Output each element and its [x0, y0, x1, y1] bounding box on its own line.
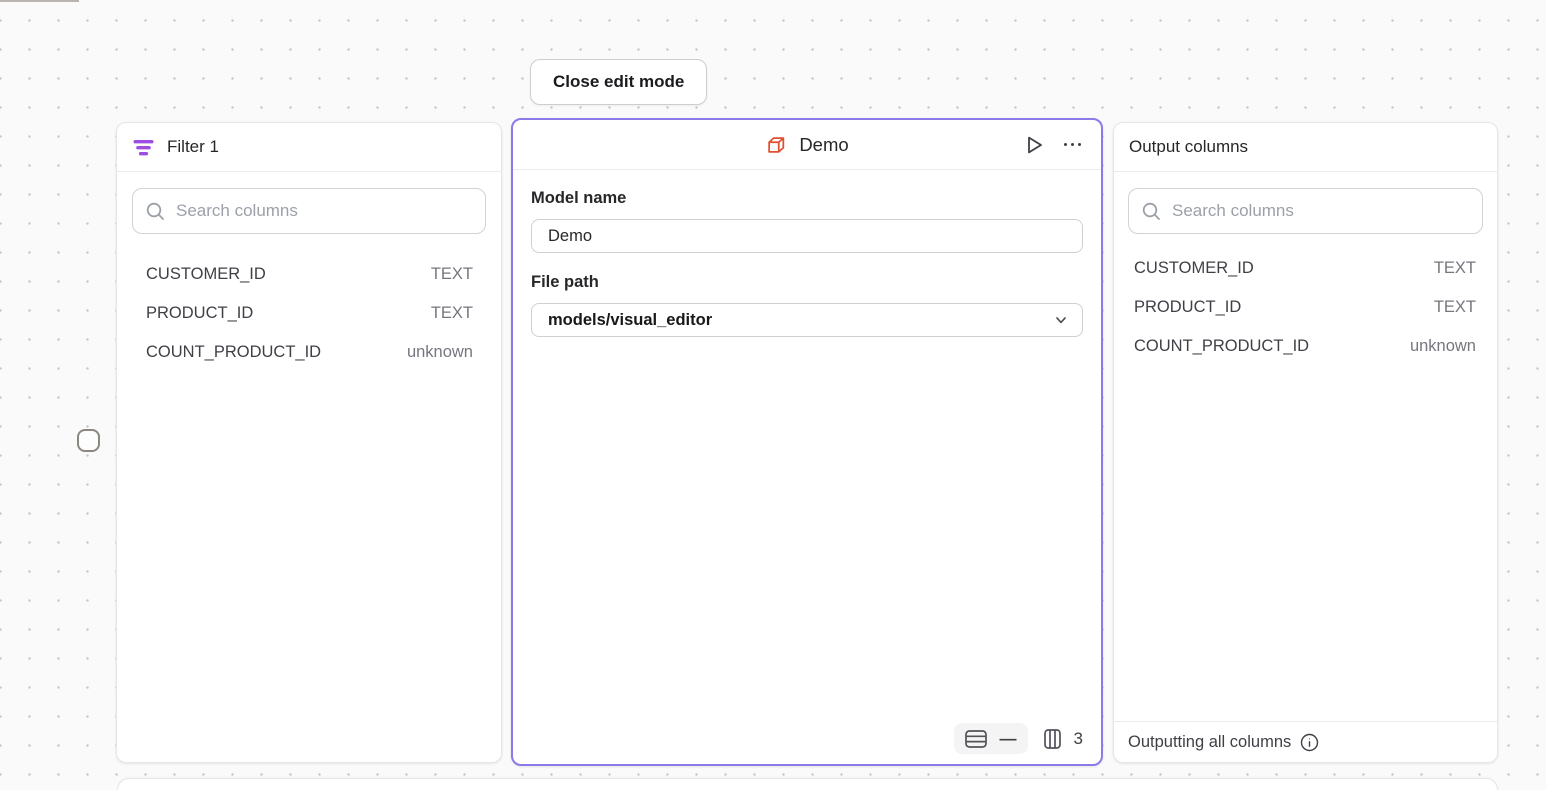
column-name: PRODUCT_ID — [146, 304, 254, 322]
row-count-stat[interactable]: — — [953, 723, 1028, 754]
info-circle-icon[interactable] — [1300, 733, 1319, 752]
file-path-label: File path — [531, 273, 599, 291]
connector-input-port[interactable] — [77, 429, 100, 452]
model-name-input[interactable] — [531, 219, 1083, 253]
output-columns-list: CUSTOMER_ID TEXT PRODUCT_ID TEXT COUNT_P… — [1114, 249, 1497, 366]
play-icon — [1027, 136, 1042, 153]
column-count-value: 3 — [1073, 728, 1083, 748]
close-edit-mode-button[interactable]: Close edit mode — [530, 59, 708, 105]
model-panel: Demo Model name File path models/visual_… — [511, 118, 1103, 766]
filter-panel-title: Filter 1 — [167, 137, 219, 156]
column-row[interactable]: COUNT_PRODUCT_ID unknown — [146, 333, 473, 372]
model-panel-header: Demo — [513, 120, 1101, 170]
run-model-button[interactable] — [1022, 133, 1046, 157]
column-type: unknown — [1409, 337, 1476, 355]
file-path-value: models/visual_editor — [548, 310, 713, 329]
output-columns-panel: Output columns CUSTOMER_ID TEXT PRODUCT_… — [1113, 122, 1498, 763]
bottom-panel — [117, 778, 1498, 790]
output-footer-text: Outputting all columns — [1128, 732, 1292, 751]
model-panel-title: Demo — [799, 133, 849, 155]
column-name: CUSTOMER_ID — [1134, 259, 1254, 277]
model-panel-body: Model name File path models/visual_edito… — [513, 170, 1101, 356]
column-type: TEXT — [430, 265, 473, 283]
column-type: unknown — [406, 343, 473, 361]
column-row[interactable]: PRODUCT_ID TEXT — [146, 294, 473, 333]
column-name: COUNT_PRODUCT_ID — [146, 343, 322, 361]
column-name: PRODUCT_ID — [1134, 298, 1242, 316]
column-type: TEXT — [430, 304, 473, 322]
column-type: TEXT — [1433, 259, 1476, 277]
filter-panel-header: Filter 1 — [117, 123, 501, 172]
column-row[interactable]: PRODUCT_ID TEXT — [1134, 288, 1476, 327]
model-name-label: Model name — [531, 189, 627, 207]
output-panel-header: Output columns — [1114, 123, 1497, 172]
column-row[interactable]: CUSTOMER_ID TEXT — [146, 255, 473, 294]
filter-panel: Filter 1 CUSTOMER_ID TEXT PRODUCT_ID TEX… — [116, 122, 502, 763]
model-stats-bar: — 3 — [953, 723, 1083, 754]
file-path-select[interactable]: models/visual_editor — [531, 303, 1083, 337]
search-icon — [145, 201, 166, 222]
filter-search-input[interactable] — [176, 201, 473, 221]
output-search-box — [1128, 188, 1483, 234]
filter-lines-icon — [133, 139, 154, 156]
search-icon — [1141, 201, 1162, 222]
output-search-input[interactable] — [1172, 201, 1470, 221]
filter-search-box — [132, 188, 486, 234]
output-panel-footer: Outputting all columns — [1114, 721, 1497, 762]
table-rows-icon — [964, 729, 987, 748]
ellipsis-icon — [1063, 142, 1081, 147]
table-columns-icon — [1043, 728, 1061, 749]
cube-icon — [765, 134, 787, 156]
output-panel-title: Output columns — [1129, 137, 1249, 156]
column-row[interactable]: CUSTOMER_ID TEXT — [1134, 249, 1476, 288]
column-name: COUNT_PRODUCT_ID — [1134, 337, 1310, 355]
column-row[interactable]: COUNT_PRODUCT_ID unknown — [1134, 327, 1476, 366]
filter-columns-list: CUSTOMER_ID TEXT PRODUCT_ID TEXT COUNT_P… — [117, 255, 501, 372]
chevron-down-icon — [1054, 313, 1068, 327]
more-options-button[interactable] — [1063, 142, 1081, 147]
column-type: TEXT — [1433, 298, 1476, 316]
column-name: CUSTOMER_ID — [146, 265, 266, 283]
column-count-stat[interactable]: 3 — [1043, 728, 1083, 749]
connector-edge — [0, 0, 79, 2]
row-count-value: — — [999, 728, 1017, 748]
